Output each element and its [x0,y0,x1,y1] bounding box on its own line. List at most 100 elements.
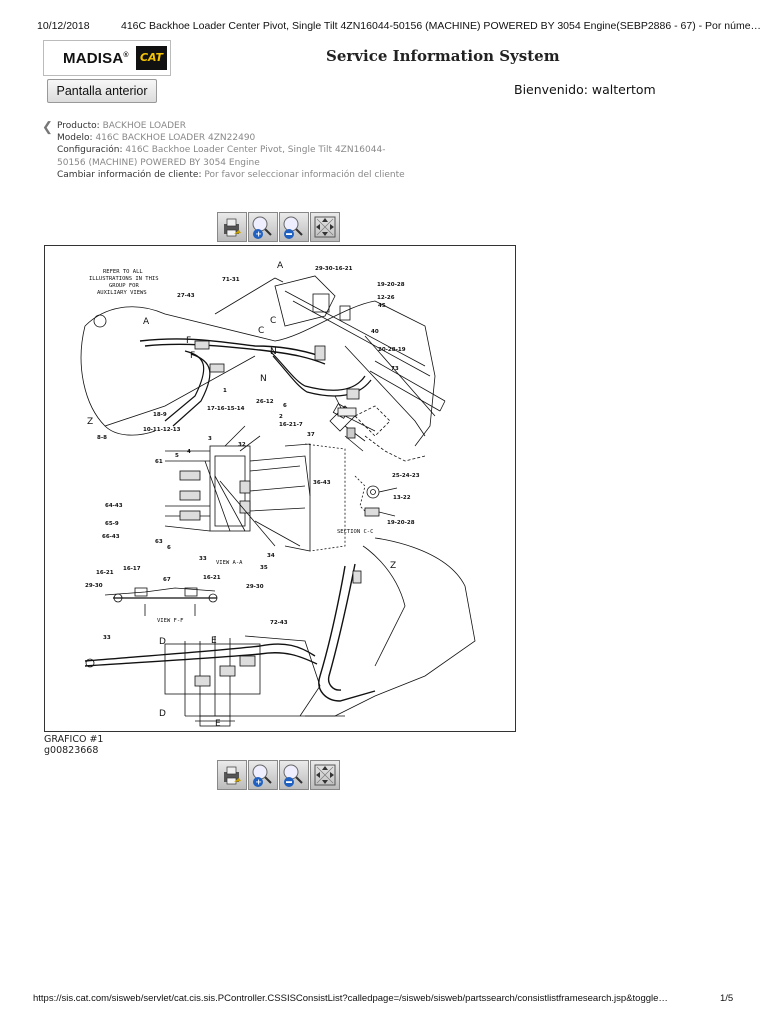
svg-text:19-20-28: 19-20-28 [377,282,405,288]
product-value: BACKHOE LOADER [102,121,186,131]
customer-line: Cambiar información de cliente: Por favo… [57,169,405,180]
svg-text:D: D [159,637,166,647]
graphic-id: g00823668 [44,745,99,756]
cat-logo: CAT [136,46,167,70]
print-date: 10/12/2018 [37,20,90,32]
zoom-in-button[interactable]: + [248,760,278,790]
config-line: Configuración: 416C Backhoe Loader Cente… [57,145,386,168]
svg-text:8-8: 8-8 [97,435,107,441]
product-line: Producto: BACKHOE LOADER [57,121,186,131]
zoom-in-icon: + [252,764,272,787]
page-number: 1/5 [720,993,734,1004]
fit-icon [314,764,336,786]
svg-text:13-22: 13-22 [393,495,411,501]
svg-text:33: 33 [103,635,111,641]
product-info: Producto: BACKHOE LOADER Modelo: 416C BA… [57,120,407,181]
graphic-number: GRAFICO #1 [44,734,104,745]
svg-text:19-20-28: 19-20-28 [387,520,415,526]
svg-text:N: N [270,347,277,357]
image-toolbar-top: + [217,212,343,243]
svg-text:12-26: 12-26 [377,295,395,301]
svg-text:29-30-16-21: 29-30-16-21 [315,266,353,272]
svg-text:N: N [260,374,267,384]
part-callouts: 29-30-16-21 71-31 19-20-28 27-43 12-26 4… [85,266,420,641]
parts-illustration[interactable]: REFER TO ALL ILLUSTRATIONS IN THIS GROUP… [44,245,516,732]
svg-text:17-16-15-14: 17-16-15-14 [207,406,245,412]
figure-caption: GRAFICO #1 g00823668 [44,734,103,756]
svg-text:63: 63 [155,539,163,545]
svg-text:65-9: 65-9 [105,521,119,527]
zoom-out-icon [283,764,303,787]
svg-text:Z: Z [87,417,93,427]
svg-text:SECTION C-C: SECTION C-C [337,529,373,535]
print-title: 416C Backhoe Loader Center Pivot, Single… [121,20,762,32]
welcome-text: Bienvenido: waltertom [514,82,656,97]
svg-text:A: A [143,317,150,327]
fit-icon [314,216,336,238]
app-title: Service Information System [326,47,560,65]
svg-text:C: C [270,316,276,326]
view-letters: A A F C C N N Z Z D D E E F [87,261,396,729]
svg-text:E: E [215,719,221,729]
svg-text:37: 37 [307,432,315,438]
svg-text:10-11-12-13: 10-11-12-13 [143,427,181,433]
svg-text:61: 61 [155,459,163,465]
zoom-out-icon [283,216,303,239]
svg-text:REFER TO ALL: REFER TO ALL [103,269,143,275]
print-image-button[interactable] [217,212,247,242]
svg-text:27-43: 27-43 [177,293,195,299]
svg-text:16-21: 16-21 [203,575,221,581]
zoom-in-button[interactable]: + [248,212,278,242]
svg-text:16-17: 16-17 [123,566,141,572]
svg-text:29-30: 29-30 [85,583,103,589]
svg-text:A: A [277,261,284,271]
svg-text:+: + [255,778,262,787]
svg-text:Z: Z [390,561,396,571]
view-titles: VIEW A-A SECTION C-C VIEW F-F [157,529,373,624]
svg-text:F: F [186,336,191,346]
zoom-out-button[interactable] [279,760,309,790]
model-value: 416C BACKHOE LOADER 4ZN22490 [95,133,256,144]
fit-image-button[interactable] [310,760,340,790]
svg-text:ILLUSTRATIONS IN THIS: ILLUSTRATIONS IN THIS [89,276,159,282]
hydraulic-lines-diagram: REFER TO ALL ILLUSTRATIONS IN THIS GROUP… [80,261,476,729]
zoom-in-icon: + [252,216,272,239]
svg-text:E: E [211,636,217,646]
image-toolbar-bottom: + [217,760,343,791]
svg-text:1: 1 [223,388,227,394]
svg-text:66-43: 66-43 [102,534,120,540]
svg-text:2: 2 [279,414,283,420]
svg-text:18-9: 18-9 [153,412,167,418]
svg-text:GROUP FOR: GROUP FOR [109,283,139,289]
refer-note: REFER TO ALL ILLUSTRATIONS IN THIS GROUP… [89,269,159,296]
back-button[interactable]: Pantalla anterior [47,79,157,103]
svg-text:40: 40 [371,329,379,335]
svg-text:C: C [258,326,264,336]
svg-text:+: + [255,230,262,239]
print-image-button[interactable] [217,760,247,790]
svg-text:71-31: 71-31 [222,277,240,283]
svg-text:64-43: 64-43 [105,503,123,509]
svg-text:5: 5 [175,453,179,459]
config-value: 416C Backhoe Loader Center Pivot, Single… [57,145,386,168]
print-header: 10/12/2018 416C Backhoe Loader Center Pi… [0,0,768,32]
model-line: Modelo: 416C BACKHOE LOADER 4ZN22490 [57,133,256,144]
svg-text:29-30: 29-30 [246,584,264,590]
svg-text:F: F [190,351,195,361]
customer-value[interactable]: Por favor seleccionar información del cl… [204,169,405,180]
print-icon [224,766,241,785]
svg-text:35: 35 [260,565,268,571]
svg-text:67: 67 [163,577,171,583]
svg-text:4: 4 [187,449,191,455]
page-url: https://sis.cat.com/sisweb/servlet/cat.c… [33,993,668,1004]
fit-image-button[interactable] [310,212,340,242]
svg-text:32: 32 [238,442,246,448]
svg-text:VIEW F-F: VIEW F-F [157,618,184,624]
svg-text:6: 6 [283,403,287,409]
collapse-arrow-icon[interactable]: ❮ [42,119,53,134]
madisa-cat-logo[interactable]: MADISA® CAT [43,40,171,76]
svg-text:26-12: 26-12 [256,399,274,405]
svg-text:D: D [159,709,166,719]
zoom-out-button[interactable] [279,212,309,242]
svg-text:33: 33 [199,556,207,562]
